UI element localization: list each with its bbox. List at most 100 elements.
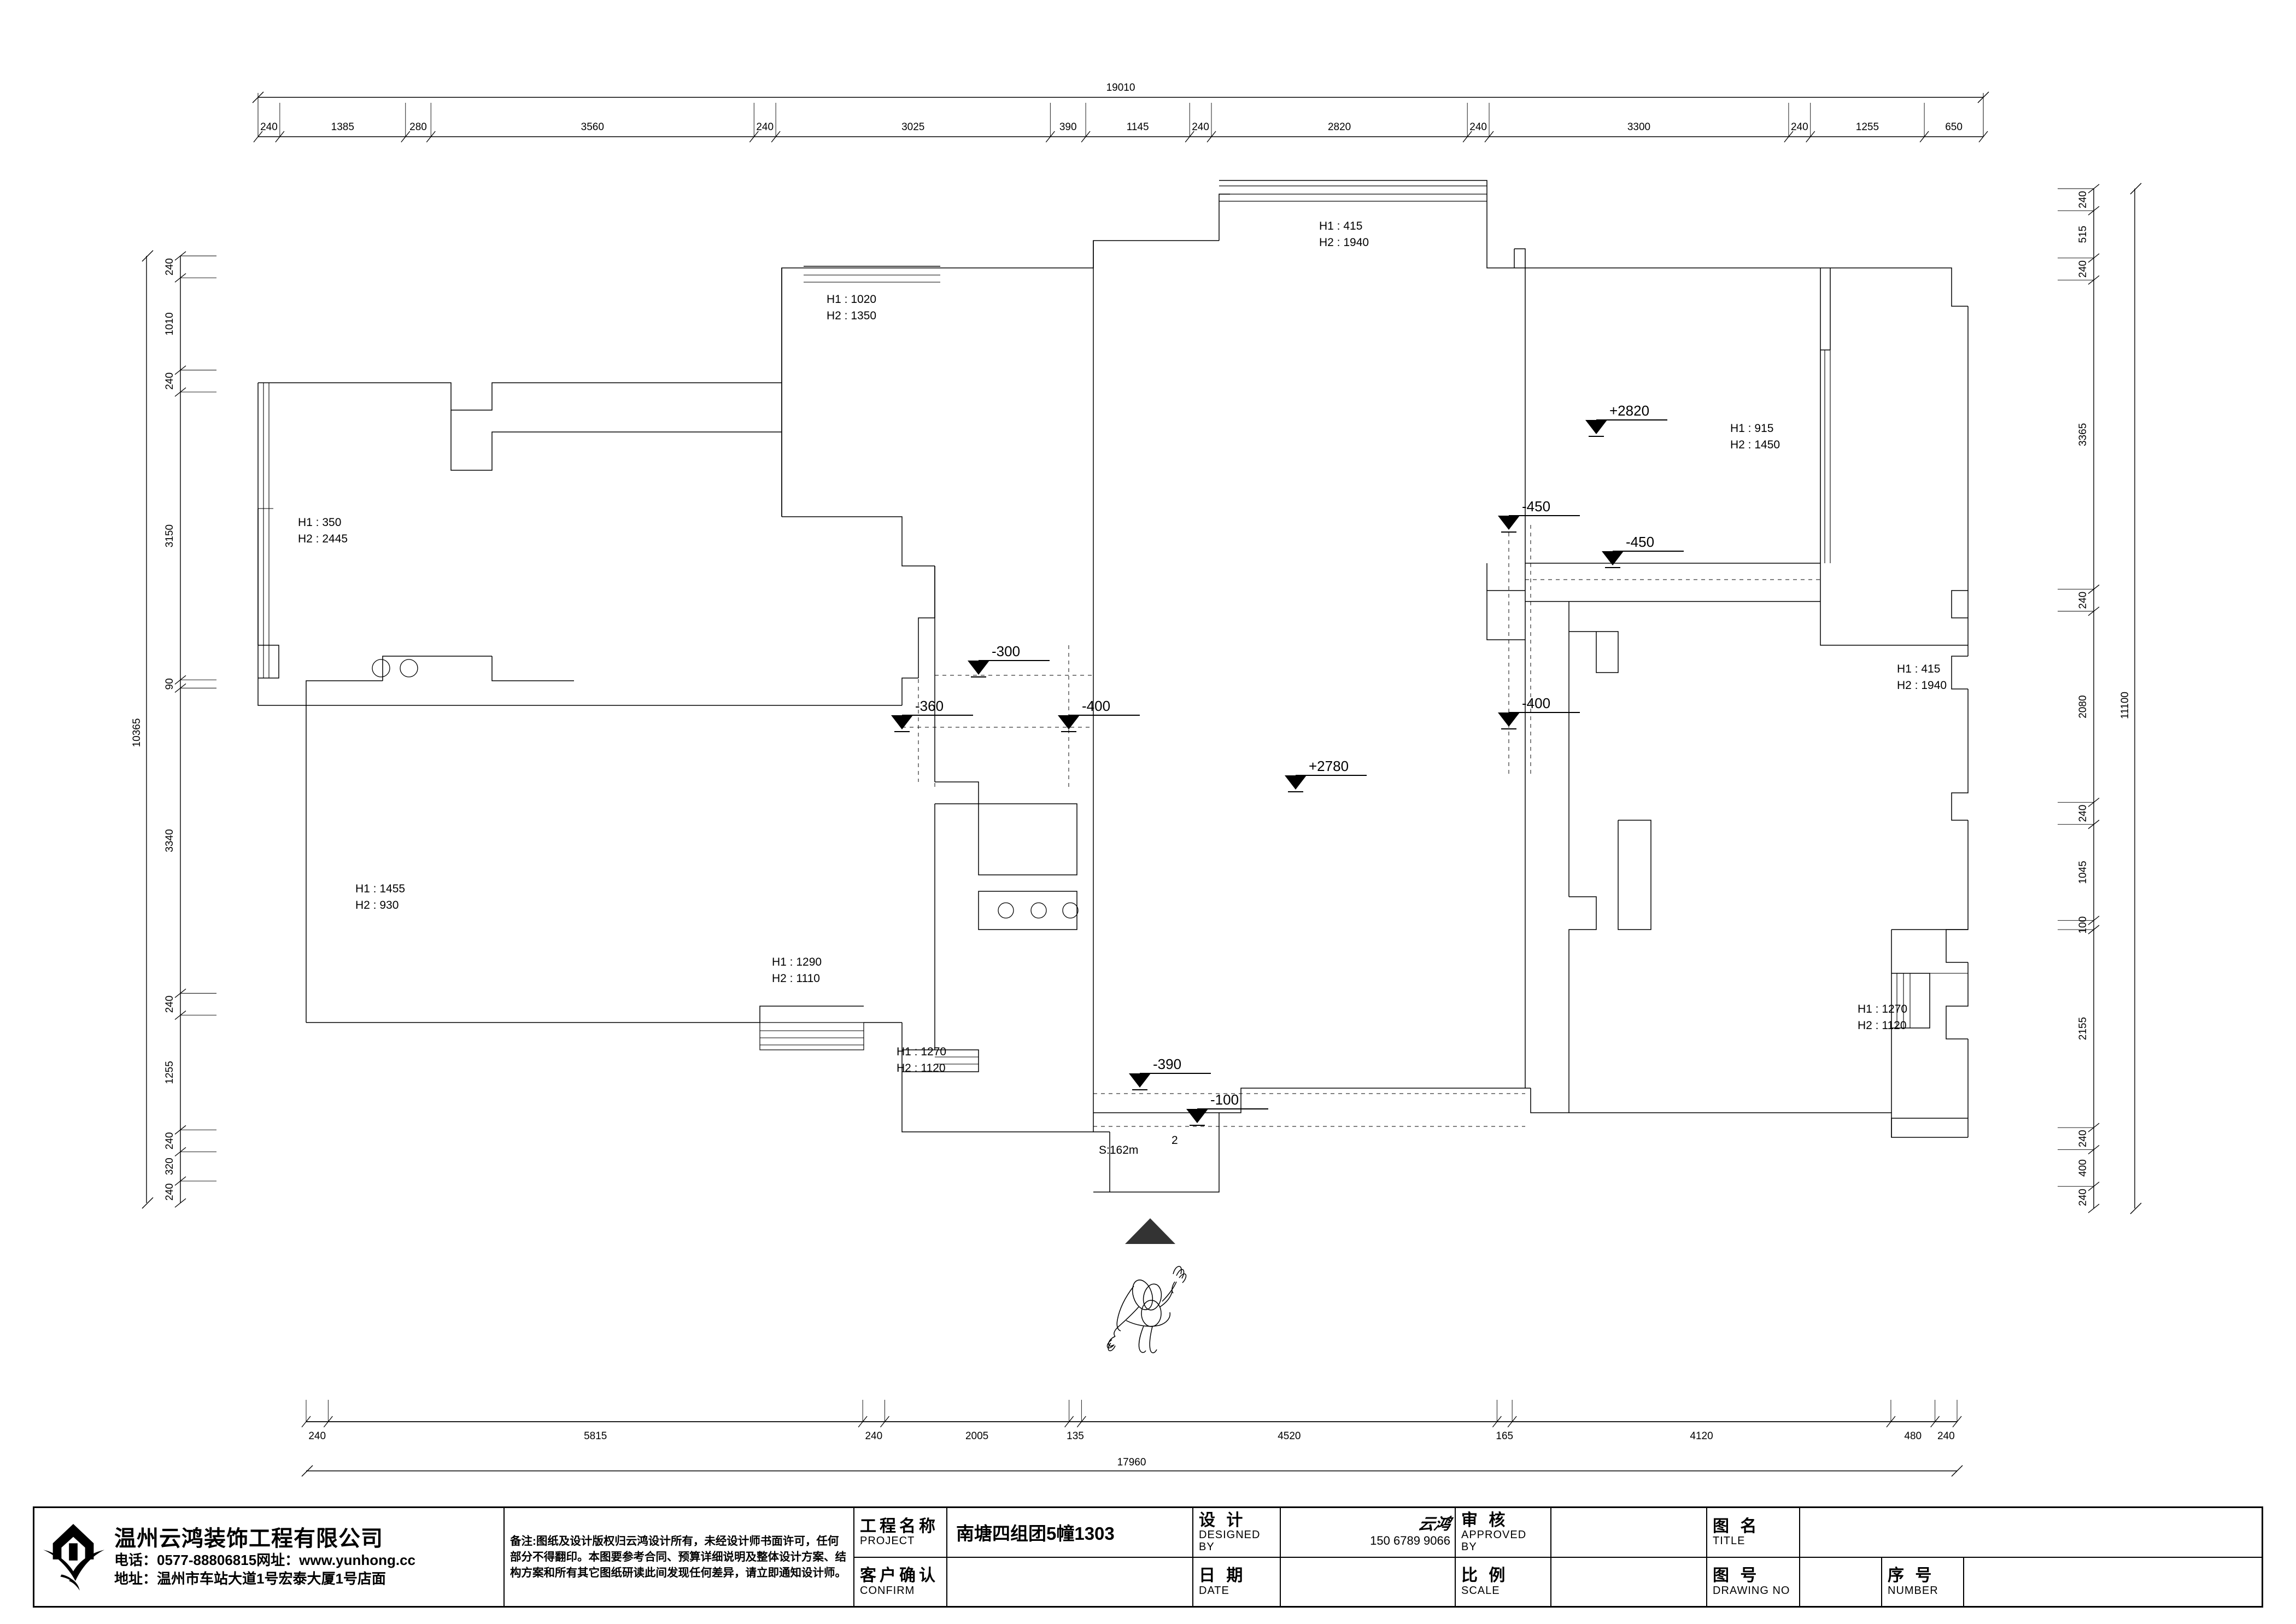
designed-label-en: DESIGNED BY [1199, 1529, 1261, 1553]
drawingno-value[interactable] [1800, 1557, 1882, 1606]
dimension-chain-top-overall: 19010 [252, 82, 1989, 137]
elevation-marker: -390 [1129, 1056, 1211, 1090]
dim-bottom-seg: 240 [308, 1430, 326, 1442]
elevation-marker-value: -360 [915, 698, 944, 714]
confirm-label-cn: 客户确认 [860, 1567, 939, 1585]
elevation-marker: -100 [1186, 1091, 1268, 1126]
dim-right-seg: 240 [2077, 191, 2089, 208]
elevation-marker-value: -100 [1210, 1091, 1239, 1108]
approved-label-en: APPROVED BY [1461, 1529, 1527, 1553]
dim-top-seg: 3025 [901, 121, 924, 133]
dim-top-seg: 2820 [1328, 121, 1351, 133]
room-label-h1: H1 : 1455 [355, 883, 405, 895]
dim-top-seg: 240 [1791, 121, 1808, 133]
dim-top-seg: 650 [1945, 121, 1963, 133]
scale-label-cn: 比 例 [1461, 1567, 1509, 1585]
room-label-h2: H2 : 1120 [897, 1062, 946, 1074]
room-label-h1: H1 : 415 [1897, 663, 1940, 675]
elevation-marker: -450 [1498, 498, 1580, 533]
number-label: 序 号 NUMBER [1882, 1557, 1964, 1606]
dim-bottom-seg: 135 [1067, 1430, 1084, 1442]
date-value[interactable] [1281, 1558, 1455, 1607]
dim-left-seg: 240 [164, 372, 175, 390]
elevation-marker-value: -400 [1522, 695, 1550, 711]
dim-right-seg: 240 [2077, 805, 2089, 822]
room-label-h2: H2 : 2445 [298, 533, 348, 545]
approved-label-cn: 审 核 [1461, 1511, 1509, 1529]
project-label-cn: 工程名称 [860, 1517, 939, 1535]
room-label-h2: H2 : 1110 [772, 972, 820, 985]
dim-left-overall: 10365 [131, 718, 143, 747]
scale-row: 比 例 SCALE [1456, 1557, 1706, 1607]
dim-bottom-seg: 4520 [1278, 1430, 1301, 1442]
elevation-marker: -400 [1058, 698, 1140, 732]
dim-right-seg: 515 [2077, 226, 2089, 243]
elevation-marker-value: +2780 [1309, 758, 1349, 774]
elevation-marker-value: -390 [1153, 1056, 1181, 1072]
dim-right-seg: 240 [2077, 260, 2089, 278]
room-label-h1: H1 : 350 [298, 516, 341, 529]
dim-top-seg: 1255 [1856, 121, 1879, 133]
designer-phone: 150 6789 9066 [1370, 1533, 1450, 1547]
title-value[interactable] [1800, 1508, 2262, 1557]
designed-row: 设 计 DESIGNED BY 云鸿 150 6789 9066 [1193, 1508, 1455, 1558]
company-name: 温州云鸿装饰工程有限公司 [114, 1526, 383, 1551]
drawingno-row: 图 号 DRAWING NO 序 号 NUMBER [1707, 1557, 2262, 1607]
dim-bottom-seg: 240 [865, 1430, 882, 1442]
dimension-chain-bottom-overall: 17960 [301, 1457, 1963, 1477]
approved-column: 审 核 APPROVED BY 比 例 SCALE [1456, 1508, 1707, 1606]
designer-signature: 云鸿 [1416, 1515, 1453, 1533]
dim-left-seg: 320 [164, 1158, 175, 1175]
elevation-marker: -400 [1498, 695, 1580, 729]
dim-left-seg: 90 [164, 678, 175, 690]
dim-top-seg: 390 [1059, 121, 1077, 133]
confirm-label-en: CONFIRM [860, 1584, 915, 1597]
dim-right-seg: 2080 [2077, 695, 2089, 718]
dim-left-seg: 240 [164, 1183, 175, 1201]
date-label: 日 期 DATE [1193, 1557, 1281, 1606]
elevation-marker: -360 [891, 698, 973, 732]
title-column: 图 名 TITLE 图 号 DRAWING NO 序 号 NUMBER [1707, 1508, 2262, 1606]
dim-right-seg: 3365 [2077, 423, 2089, 446]
room-label-h1: H1 : 415 [1319, 220, 1362, 232]
designed-value[interactable]: 云鸿 150 6789 9066 [1281, 1508, 1455, 1557]
room-height-labels: H1 : 350 H2 : 2445 H1 : 1020 H2 : 1350 H… [298, 220, 1947, 1074]
dim-bottom-seg: 480 [1904, 1430, 1922, 1442]
number-value[interactable] [1964, 1558, 2262, 1607]
scale-value[interactable] [1551, 1558, 1706, 1607]
dim-top-overall: 19010 [1106, 82, 1135, 94]
title-row: 图 名 TITLE [1707, 1508, 2262, 1558]
dim-right-seg: 100 [2077, 916, 2089, 934]
date-label-cn: 日 期 [1199, 1567, 1246, 1585]
dim-left-seg: 240 [164, 1132, 175, 1150]
date-label-en: DATE [1199, 1584, 1229, 1597]
project-value[interactable]: 南塘四组团5幢1303 [956, 1523, 1115, 1544]
title-block: 温州云鸿装饰工程有限公司 电话：0577-88806815网址：www.yunh… [33, 1506, 2263, 1608]
dim-top-seg: 240 [756, 121, 774, 133]
elevation-marker-value: +2820 [1609, 402, 1649, 419]
elevation-marker-value: -300 [992, 643, 1020, 659]
dimension-chain-right-overall: 11100 [2119, 183, 2142, 1214]
room-label-h1: H1 : 915 [1730, 422, 1773, 435]
company-phone: 电话：0577-88806815网址：www.yunhong.cc [114, 1551, 416, 1568]
human-figure-scale [1106, 1266, 1187, 1353]
confirm-value[interactable] [947, 1558, 1192, 1607]
dim-top-seg: 3300 [1627, 121, 1650, 133]
dimension-chain-left-overall: 10365 [131, 250, 154, 1209]
dim-right-seg: 1045 [2077, 861, 2089, 884]
dim-right-seg: 2155 [2077, 1017, 2089, 1040]
approved-value[interactable] [1551, 1508, 1706, 1557]
company-logo-icon [43, 1523, 105, 1591]
title-label-cn: 图 名 [1713, 1517, 1760, 1535]
area-label-text: S:162m [1099, 1144, 1138, 1156]
company-logo-block: 温州云鸿装饰工程有限公司 电话：0577-88806815网址：www.yunh… [34, 1508, 505, 1606]
drawingno-label-en: DRAWING NO [1713, 1584, 1790, 1597]
dimension-chain-right-inner: 2405152403365240208024010451002155240400… [2058, 184, 2100, 1213]
dim-left-seg: 3340 [164, 829, 175, 852]
designed-label-cn: 设 计 [1199, 1511, 1246, 1529]
project-label: 工程名称 PROJECT [854, 1508, 947, 1557]
dim-bottom-seg: 4120 [1690, 1430, 1713, 1442]
